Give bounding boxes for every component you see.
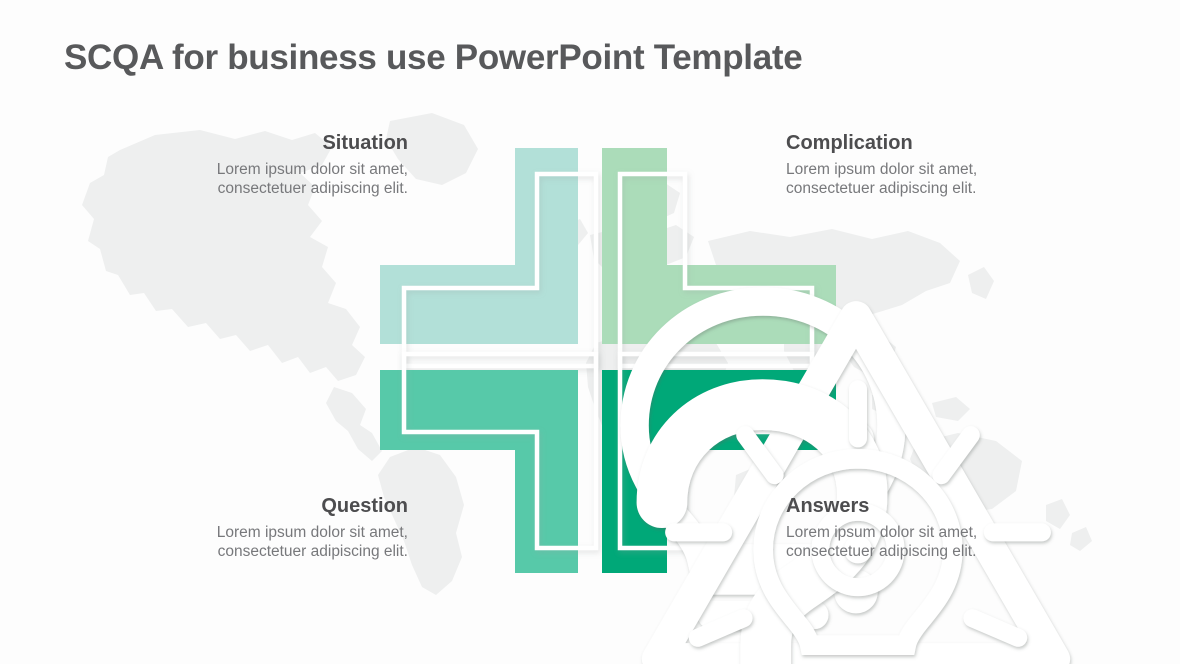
heading-complication: Complication bbox=[786, 132, 913, 154]
question-mark-icon bbox=[532, 376, 988, 664]
body-question: Lorem ipsum dolor sit amet, consectetuer… bbox=[216, 524, 408, 560]
heading-answers: Answers bbox=[786, 495, 870, 517]
label-block-situation: Situation Lorem ipsum dolor sit amet, co… bbox=[184, 131, 408, 199]
label-block-answers: Answers Lorem ipsum dolor sit amet, cons… bbox=[786, 494, 1010, 562]
idea-bulb-rays-icon bbox=[630, 373, 1086, 664]
body-situation: Lorem ipsum dolor sit amet, consectetuer… bbox=[216, 161, 408, 197]
quadrant-question[interactable] bbox=[380, 351, 599, 573]
label-block-question: Question Lorem ipsum dolor sit amet, con… bbox=[184, 494, 408, 562]
body-complication: Lorem ipsum dolor sit amet, consectetuer… bbox=[786, 161, 978, 197]
scqa-cross-diagram bbox=[380, 148, 1071, 664]
label-block-complication: Complication Lorem ipsum dolor sit amet,… bbox=[786, 131, 1010, 199]
heading-situation: Situation bbox=[322, 132, 408, 154]
body-answers: Lorem ipsum dolor sit amet, consectetuer… bbox=[786, 524, 978, 560]
heading-question: Question bbox=[321, 495, 408, 517]
page-title: SCQA for business use PowerPoint Templat… bbox=[64, 38, 803, 77]
